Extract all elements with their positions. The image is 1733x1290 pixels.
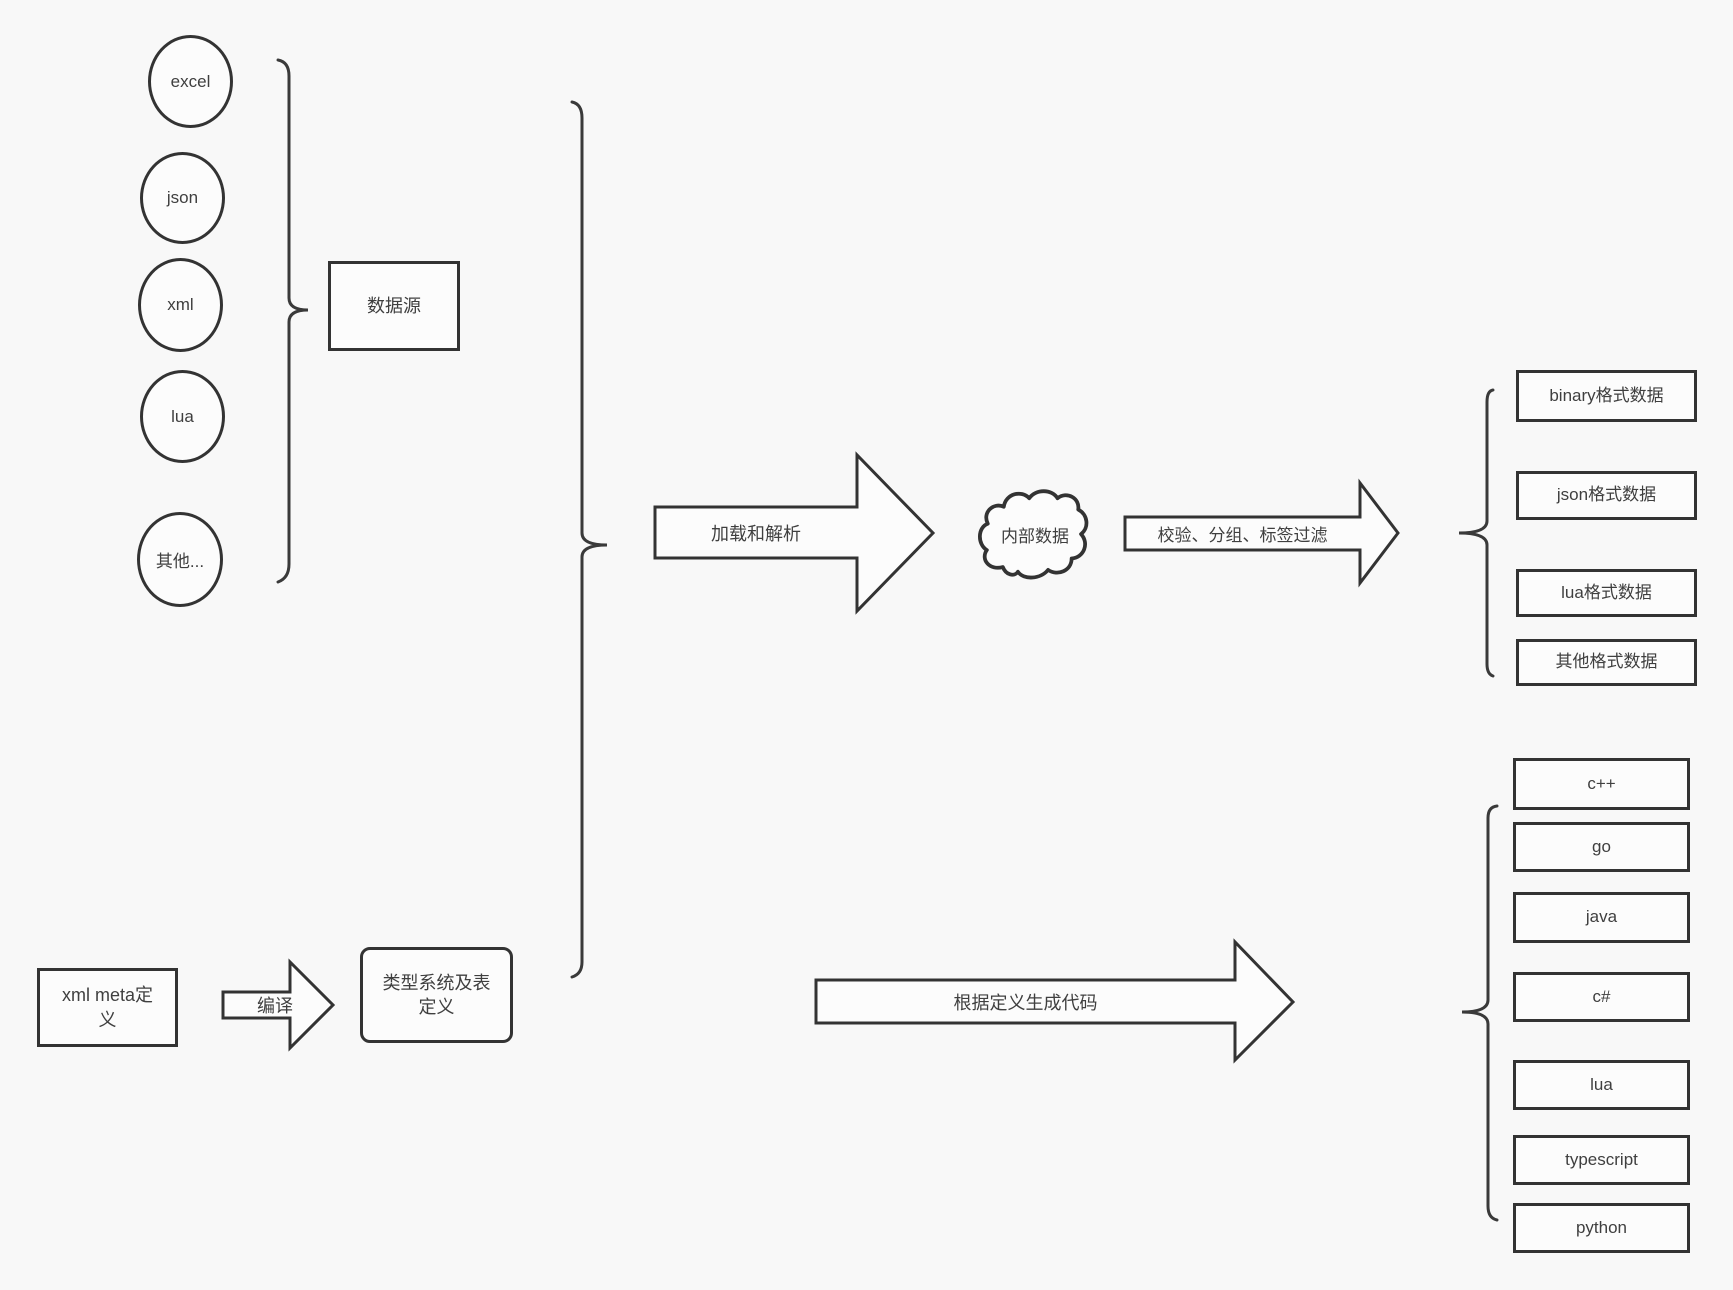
codegen-arrow-shape: [814, 938, 1296, 1064]
code-target-go: go: [1513, 822, 1690, 872]
code-target-csharp: c#: [1513, 972, 1690, 1022]
source-node-lua: lua: [140, 370, 225, 463]
format-output-label: lua格式数据: [1561, 582, 1652, 602]
source-node-label: 其他...: [155, 552, 205, 571]
format-output-binary: binary格式数据: [1516, 370, 1697, 422]
internal-data-label: 内部数据: [1001, 526, 1069, 546]
type-system-box: 类型系统及表定义: [360, 947, 513, 1043]
filter-arrow-shape: [1123, 478, 1400, 588]
source-node-label: lua: [171, 406, 194, 426]
code-target-label: c#: [1592, 986, 1611, 1006]
code-target-cpp: c++: [1513, 758, 1690, 810]
format-group-brace-icon: [1458, 388, 1495, 678]
internal-data-cloud-shape: [978, 489, 1089, 580]
format-output-other: 其他格式数据: [1516, 639, 1697, 686]
code-target-label: lua: [1590, 1074, 1613, 1094]
compile-arrow-label: 编译: [257, 996, 293, 1016]
code-target-python: python: [1513, 1203, 1690, 1253]
format-output-label: json格式数据: [1556, 485, 1657, 505]
code-target-label: python: [1575, 1217, 1628, 1237]
code-target-label: c++: [1587, 773, 1616, 793]
source-node-label: xml: [167, 295, 194, 314]
language-group-brace-icon: [1461, 804, 1499, 1222]
source-node-xml: xml: [138, 258, 223, 352]
format-output-json: json格式数据: [1516, 471, 1697, 520]
type-system-label: 类型系统及表定义: [382, 972, 491, 1017]
pipeline-brace-icon: [570, 100, 608, 979]
code-target-lua: lua: [1513, 1060, 1690, 1110]
source-node-json: json: [140, 152, 225, 244]
source-node-label: json: [166, 188, 199, 207]
compile-arrow-shape: [221, 958, 336, 1052]
code-target-typescript: typescript: [1513, 1135, 1690, 1185]
code-target-label: typescript: [1565, 1149, 1638, 1169]
code-target-label: go: [1592, 836, 1611, 856]
data-source-box: 数据源: [328, 261, 460, 351]
filter-arrow-label: 校验、分组、标签过滤: [1157, 526, 1328, 545]
source-group-brace-icon: [276, 58, 309, 584]
code-target-java: java: [1513, 892, 1690, 943]
xml-meta-definition-box: xml meta定义: [37, 968, 178, 1047]
format-output-lua: lua格式数据: [1516, 569, 1697, 617]
codegen-arrow-label: 根据定义生成代码: [953, 992, 1098, 1013]
source-node-excel: excel: [148, 35, 233, 128]
source-node-label: excel: [170, 71, 211, 91]
format-output-label: 其他格式数据: [1555, 652, 1658, 672]
xml-meta-definition-label: xml meta定义: [61, 985, 153, 1030]
source-node-other: 其他...: [137, 512, 223, 607]
load-parse-arrow-label: 加载和解析: [711, 523, 801, 544]
format-output-label: binary格式数据: [1549, 385, 1664, 405]
load-parse-arrow-shape: [653, 451, 936, 615]
code-target-label: java: [1585, 907, 1618, 927]
data-source-label: 数据源: [367, 295, 421, 316]
